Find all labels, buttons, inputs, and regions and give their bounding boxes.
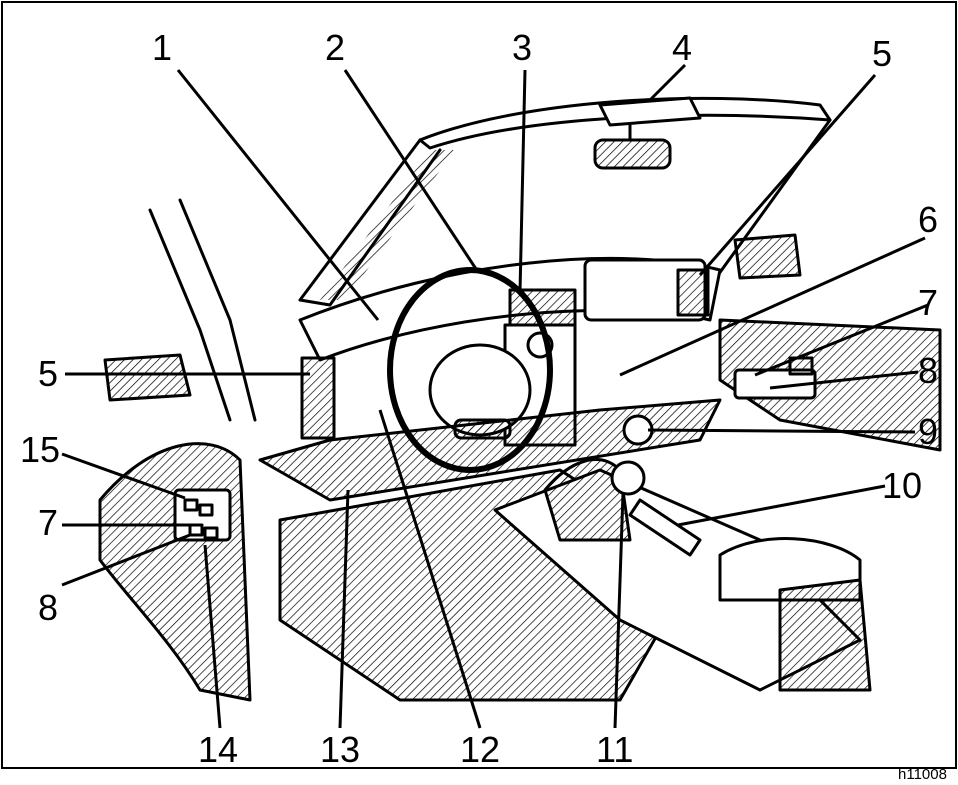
callout-7-left: 7 xyxy=(38,502,59,543)
left-side-mirror xyxy=(103,353,192,402)
leader-10 xyxy=(677,484,886,527)
leader-lines xyxy=(61,63,929,729)
callout-9: 9 xyxy=(918,411,939,452)
callout-2: 2 xyxy=(325,27,346,68)
callout-11: 11 xyxy=(596,729,634,770)
lower-dashboard xyxy=(258,398,722,502)
leader-7-right xyxy=(754,303,929,377)
callout-5-right: 5 xyxy=(872,33,893,74)
rear-view-mirror xyxy=(593,138,672,170)
leader-14 xyxy=(203,544,222,729)
right-side-mirror xyxy=(733,233,802,280)
leader-11 xyxy=(613,492,625,729)
leader-9 xyxy=(647,428,916,434)
transfer-knob xyxy=(622,414,654,446)
right-door xyxy=(718,318,942,452)
callout-8-right: 8 xyxy=(918,350,939,391)
callout-10: 10 xyxy=(882,465,923,506)
figure-code: h11008 xyxy=(898,766,947,783)
callout-4: 4 xyxy=(672,27,693,68)
leader-15 xyxy=(61,452,186,500)
leader-2 xyxy=(343,69,480,273)
right-vent xyxy=(676,268,710,317)
left-door xyxy=(98,442,252,702)
callout-3: 3 xyxy=(512,27,533,68)
callout-8-left: 8 xyxy=(38,587,59,628)
callout-12: 12 xyxy=(460,729,501,770)
diagram-border xyxy=(1,1,957,769)
callout-5-left: 5 xyxy=(38,353,59,394)
leader-12 xyxy=(378,409,482,729)
overhead-console xyxy=(598,96,702,127)
leader-4 xyxy=(648,63,687,102)
callout-13: 13 xyxy=(320,729,361,770)
leader-13 xyxy=(338,489,350,729)
leader-1 xyxy=(176,69,380,321)
leader-8-left xyxy=(61,533,191,587)
callout-15: 15 xyxy=(20,429,61,470)
callout-7-right: 7 xyxy=(918,282,939,323)
callout-6: 6 xyxy=(918,199,939,240)
shift-knob xyxy=(610,460,646,496)
leader-8-right xyxy=(769,370,919,390)
parking-brake xyxy=(628,498,702,557)
callout-1: 1 xyxy=(152,27,173,68)
seat-side xyxy=(778,578,872,692)
leader-6 xyxy=(619,236,926,377)
left-vent xyxy=(300,356,336,440)
leader-5-right xyxy=(698,74,877,276)
callout-14: 14 xyxy=(198,729,239,770)
line-art xyxy=(98,96,942,702)
leader-3 xyxy=(518,69,527,293)
left-a-pillar xyxy=(298,138,442,307)
shift-boot xyxy=(543,458,632,542)
